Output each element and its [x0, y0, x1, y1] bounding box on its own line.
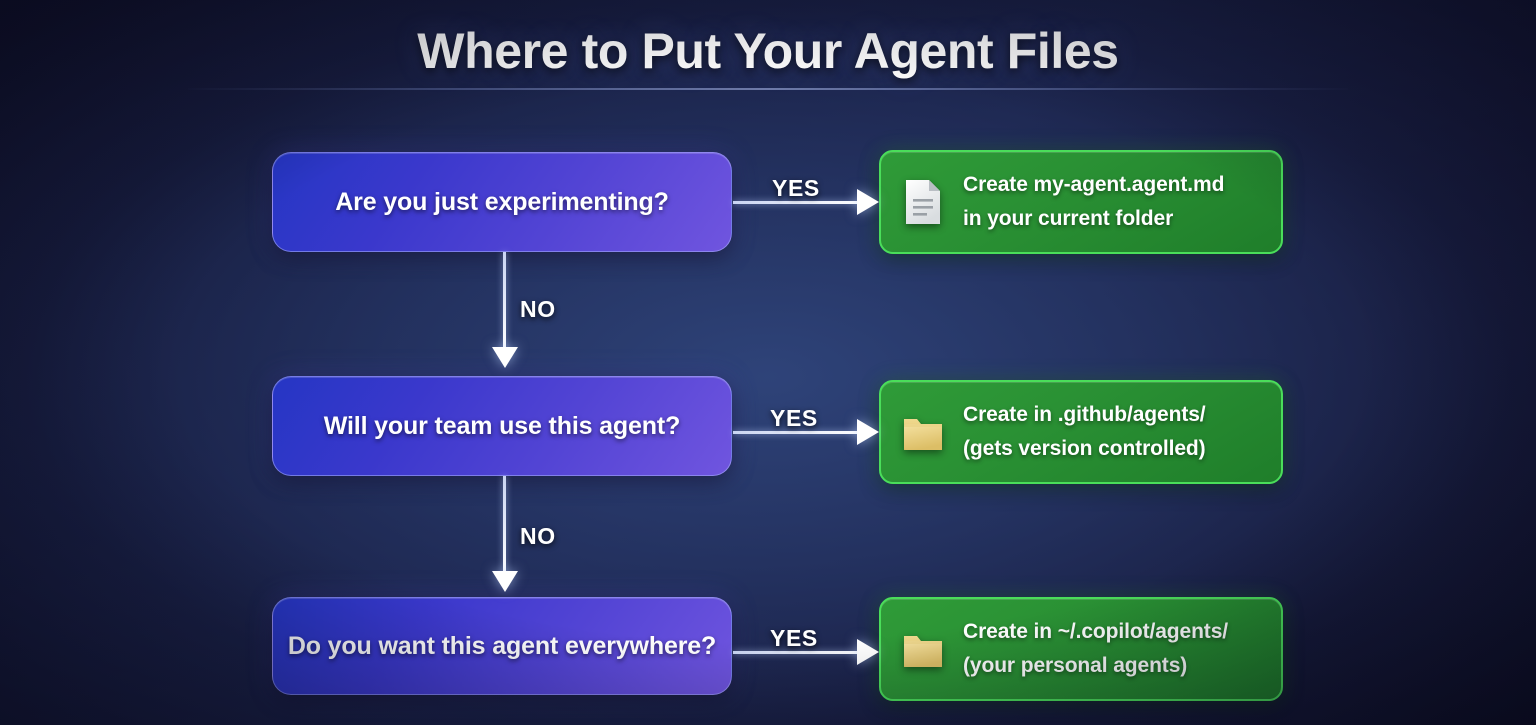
outcome-line: Create my-agent.agent.md [963, 173, 1225, 197]
decision-box-experimenting[interactable]: Are you just experimenting? [272, 152, 732, 252]
outcome-text: Create my-agent.agent.md in your current… [963, 168, 1224, 235]
outcome-box-github-agents[interactable]: Create in .github/agents/ (gets version … [879, 380, 1283, 484]
edge-label-no: NO [520, 523, 556, 549]
outcome-line: Create in ~/.copilot/agents/ [963, 620, 1229, 644]
outcome-box-current-folder[interactable]: Create my-agent.agent.md in your current… [879, 150, 1283, 254]
arrow-no-experimenting [485, 252, 525, 370]
outcome-line: (your personal agents) [963, 654, 1188, 677]
outcome-line: Create in .github/agents/ [963, 403, 1206, 427]
document-icon [899, 176, 947, 228]
arrow-head [857, 419, 879, 445]
arrow-head [857, 189, 879, 215]
outcome-line: in your current folder [963, 207, 1174, 230]
decision-label: Will your team use this agent? [323, 411, 681, 440]
decision-label: Do you want this agent everywhere? [287, 631, 717, 660]
edge-label-no: NO [520, 296, 556, 322]
page-title: Where to Put Your Agent Files [417, 23, 1119, 79]
title-area: Where to Put Your Agent Files [0, 0, 1536, 100]
decision-label: Are you just experimenting? [335, 187, 669, 216]
folder-icon [899, 623, 947, 675]
arrow-head [492, 347, 518, 368]
arrow-shaft [503, 252, 506, 349]
arrow-head [857, 639, 879, 665]
title-divider [188, 88, 1348, 90]
decision-box-team-use[interactable]: Will your team use this agent? [272, 376, 732, 476]
outcome-box-copilot-agents[interactable]: Create in ~/.copilot/agents/ (your perso… [879, 597, 1283, 701]
outcome-line: (gets version controlled) [963, 437, 1206, 460]
outcome-text: Create in .github/agents/ (gets version … [963, 398, 1206, 465]
arrow-no-team-use [485, 476, 525, 594]
decision-box-everywhere[interactable]: Do you want this agent everywhere? [272, 597, 732, 695]
outcome-text: Create in ~/.copilot/agents/ (your perso… [963, 615, 1228, 682]
arrow-head [492, 571, 518, 592]
edge-label-yes: YES [770, 625, 818, 651]
arrow-shaft [503, 476, 506, 573]
folder-icon [899, 406, 947, 458]
edge-label-yes: YES [770, 405, 818, 431]
edge-label-yes: YES [772, 175, 820, 201]
